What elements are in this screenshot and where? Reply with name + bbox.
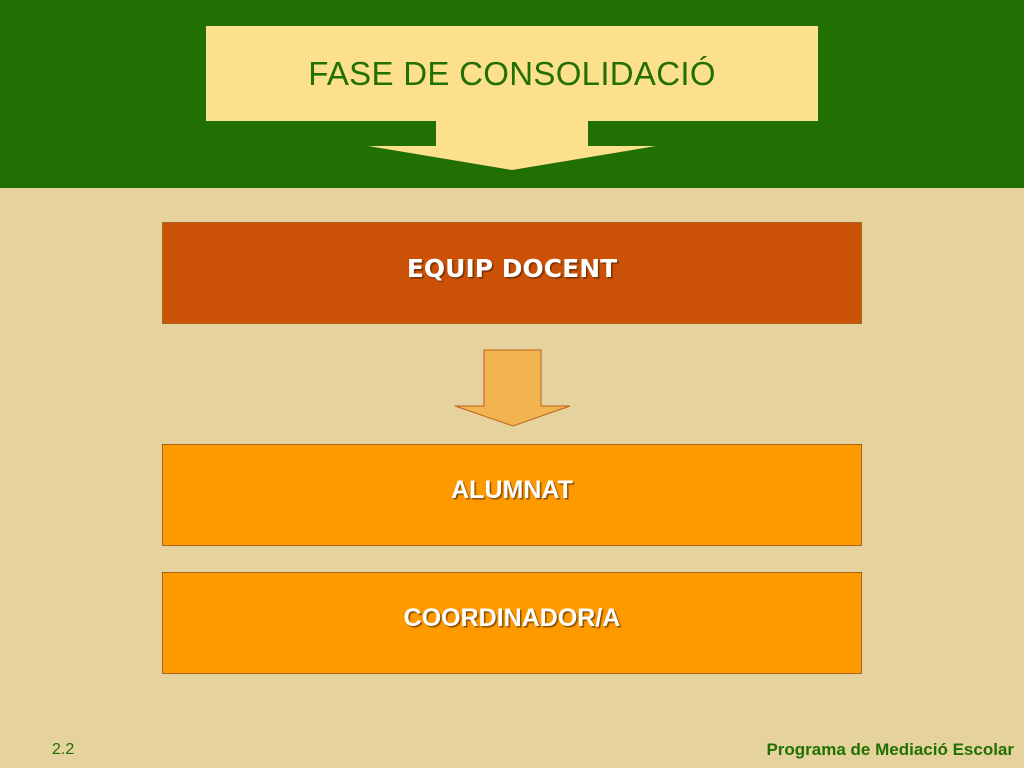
alumnat-box: ALUMNAT	[162, 444, 862, 546]
slide-title: FASE DE CONSOLIDACIÓ	[308, 55, 716, 92]
coordinador-box: COORDINADOR/A	[162, 572, 862, 674]
footer-program-name: Programa de Mediació Escolar	[766, 740, 1014, 759]
equip-docent-box: EQUIP DOCENT	[162, 222, 862, 324]
slide-number: 2.2	[52, 741, 75, 758]
down-arrow-icon	[454, 349, 571, 427]
title-arrow-shape	[206, 26, 818, 170]
